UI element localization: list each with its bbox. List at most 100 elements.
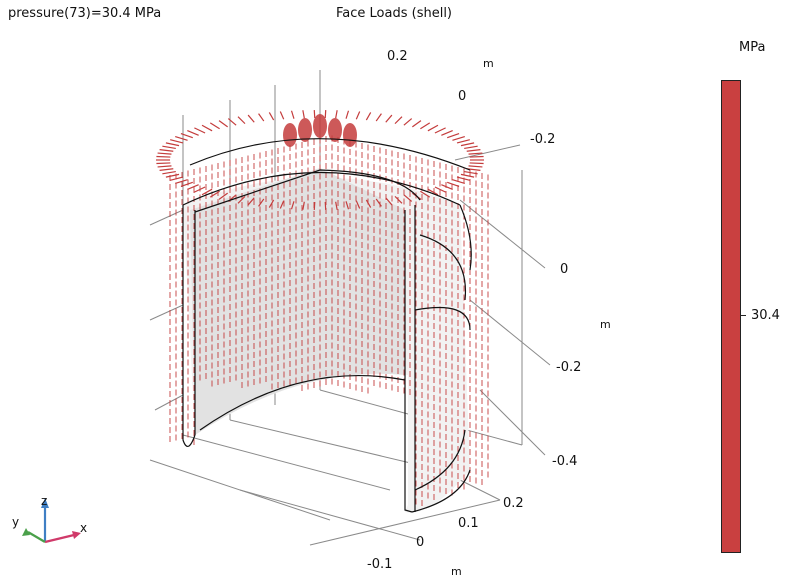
load-arrow xyxy=(201,188,213,196)
axis-triad xyxy=(22,498,81,544)
load-arrow xyxy=(441,130,453,136)
grid-line xyxy=(454,144,521,161)
grid-line xyxy=(309,499,501,546)
plot-title: Face Loads (shell) xyxy=(336,6,452,21)
load-arrow xyxy=(385,197,393,206)
load-arrow xyxy=(194,186,206,193)
load-arrow xyxy=(279,111,285,120)
load-arrow xyxy=(279,200,285,209)
load-arrow xyxy=(194,127,206,134)
shell-edge xyxy=(414,306,471,331)
grid-line xyxy=(149,209,184,226)
load-arrow xyxy=(237,195,246,204)
tick-label: -0.2 xyxy=(556,360,582,375)
grid-line xyxy=(459,199,546,269)
load-arrow xyxy=(180,132,193,139)
load-arrows xyxy=(156,109,489,506)
load-arrow xyxy=(268,199,275,208)
shell-edge xyxy=(419,234,467,301)
load-arrow xyxy=(456,176,470,181)
load-arrow xyxy=(209,190,220,198)
load-arrow xyxy=(290,110,295,119)
load-arrow xyxy=(375,198,382,207)
load-arrow xyxy=(452,135,465,141)
grid-line xyxy=(182,434,391,491)
load-arrow xyxy=(420,122,431,130)
load-arrow xyxy=(247,114,255,123)
shell-edge xyxy=(199,375,406,431)
tick-label: 0 xyxy=(560,262,569,277)
load-arrow xyxy=(209,122,220,130)
load-arrow xyxy=(302,110,305,119)
load-arrow xyxy=(218,120,229,128)
load-arrow xyxy=(170,176,184,181)
load-arrow xyxy=(175,179,188,185)
load-arrow xyxy=(466,149,481,152)
load-arrow xyxy=(165,173,180,178)
load-arrow xyxy=(268,112,275,121)
x-arrowhead xyxy=(72,531,81,539)
load-arrow xyxy=(170,139,184,144)
load-arrow xyxy=(447,132,460,139)
y-axis-arrow xyxy=(27,531,46,543)
load-arrow xyxy=(345,201,350,210)
y-arrowhead xyxy=(22,528,30,536)
load-arrow xyxy=(355,111,361,120)
shell-edge xyxy=(414,429,466,491)
load-arrow xyxy=(237,116,246,125)
load-arrow xyxy=(180,181,193,188)
shell-edges xyxy=(182,138,472,513)
tick-label: -0.4 xyxy=(552,454,578,469)
load-arrow xyxy=(464,145,478,150)
load-arrow xyxy=(468,152,483,155)
load-arrow xyxy=(375,113,382,122)
inner-face xyxy=(190,168,405,435)
tick-label: 0 xyxy=(416,535,425,550)
shell-edge xyxy=(459,204,472,271)
load-arrow xyxy=(365,112,372,121)
load-arrow xyxy=(469,162,484,165)
load-arrow xyxy=(157,152,172,155)
load-arrow xyxy=(201,124,213,132)
axis-unit-label: m xyxy=(600,318,611,331)
load-arrow xyxy=(427,124,439,132)
load-arrow xyxy=(434,186,446,193)
load-arrow xyxy=(464,170,478,175)
shell-edge xyxy=(411,469,471,513)
shell-edge xyxy=(404,210,413,513)
expression-label: pressure(73)=30.4 MPa xyxy=(8,6,162,21)
3d-plot-canvas[interactable] xyxy=(0,0,700,579)
shell-surfaces xyxy=(183,168,470,513)
load-arrow xyxy=(411,120,422,128)
load-arrow xyxy=(187,130,199,136)
load-arrow xyxy=(258,198,265,207)
triad-y-label: y xyxy=(12,515,20,529)
load-arrow xyxy=(469,155,484,158)
load-arrow-cluster xyxy=(343,123,357,147)
axis-unit-label: m xyxy=(451,565,462,578)
load-arrow xyxy=(302,201,305,210)
tick-label: 0.2 xyxy=(387,49,408,64)
grid-line xyxy=(479,389,546,456)
load-arrow-cluster xyxy=(298,118,312,142)
load-arrow xyxy=(452,179,465,185)
shell-edge xyxy=(194,169,421,213)
load-arrow xyxy=(258,113,265,122)
load-arrow xyxy=(355,200,361,209)
load-arrow xyxy=(227,118,237,126)
load-arrow xyxy=(403,194,413,202)
load-arrow xyxy=(394,116,403,125)
load-arrow xyxy=(385,114,393,123)
load-arrow xyxy=(335,110,338,119)
colorbar-unit: MPa xyxy=(739,40,766,55)
load-arrow-cluster xyxy=(328,118,342,142)
load-arrow xyxy=(247,197,255,206)
grid-line xyxy=(149,304,184,321)
triad-z-label: z xyxy=(41,494,48,508)
grid-line xyxy=(239,489,421,541)
load-arrow xyxy=(460,173,475,178)
colorbar xyxy=(721,80,741,553)
load-arrow xyxy=(335,201,338,210)
load-arrow-cluster xyxy=(313,114,327,138)
load-arrow xyxy=(159,168,174,171)
